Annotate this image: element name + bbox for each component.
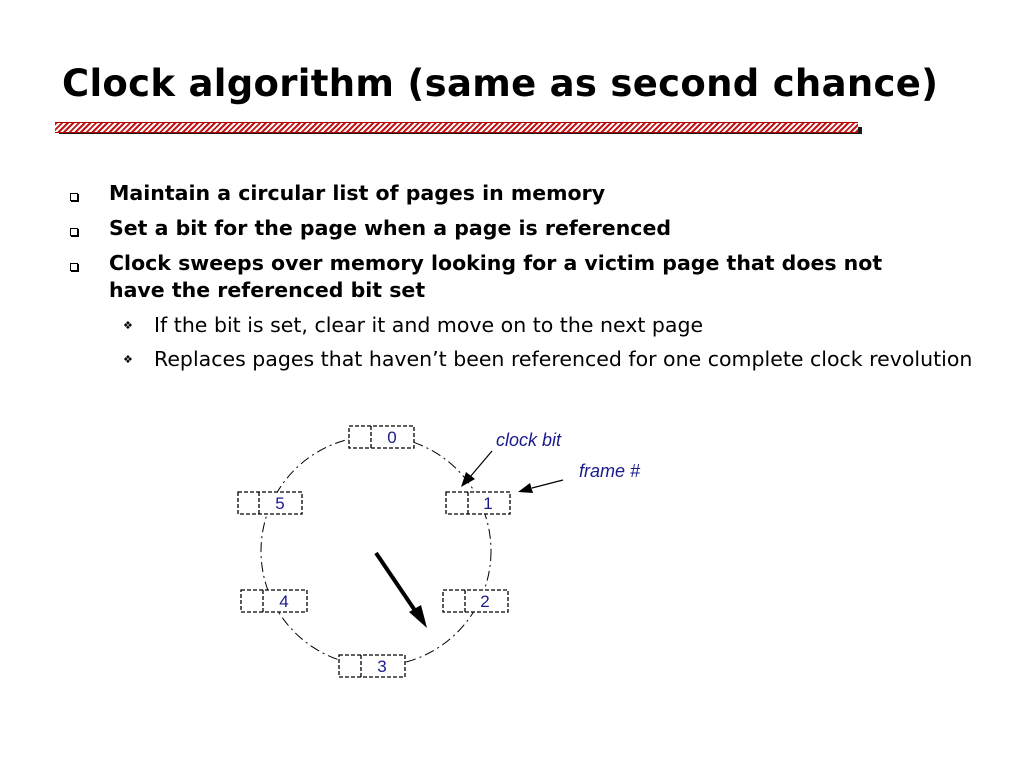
frame-number-pointer-arrow <box>518 479 564 493</box>
bullet-item: Clock sweeps over memory looking for a v… <box>70 250 909 304</box>
clock-bit-pointer-arrow <box>461 450 493 487</box>
sub-bullet-item: ❖ Replaces pages that haven’t been refer… <box>70 346 994 373</box>
bullet-text: Set a bit for the page when a page is re… <box>109 216 672 240</box>
page-frame: 1 <box>445 491 511 515</box>
bullet-item: Maintain a circular list of pages in mem… <box>70 180 930 207</box>
page-frame: 5 <box>237 491 303 515</box>
sub-bullet-text: If the bit is set, clear it and move on … <box>154 313 704 337</box>
title-rule <box>55 122 858 133</box>
frame-number: 3 <box>377 657 386 676</box>
clock-hand-arrow <box>374 551 427 628</box>
diamond-bullet-icon: ❖ <box>123 319 133 332</box>
frame-number-label: frame # <box>579 461 641 481</box>
square-bullet-icon <box>70 193 78 201</box>
bullet-text: Clock sweeps over memory looking for a v… <box>109 251 883 302</box>
bullet-text: Maintain a circular list of pages in mem… <box>109 181 606 205</box>
frame-number: 0 <box>387 428 396 447</box>
diamond-bullet-icon: ❖ <box>123 353 133 366</box>
sub-bullet-item: ❖ If the bit is set, clear it and move o… <box>70 312 930 339</box>
bullet-list: Maintain a circular list of pages in mem… <box>70 180 972 380</box>
page-frame: 4 <box>240 589 308 613</box>
page-frame: 0 <box>348 425 415 449</box>
frame-number: 4 <box>279 592 288 611</box>
clock-ring <box>260 435 492 667</box>
frame-number: 1 <box>483 494 492 513</box>
frame-number: 2 <box>480 592 489 611</box>
square-bullet-icon <box>70 263 78 271</box>
page-frame: 2 <box>442 589 509 613</box>
clock-bit-label: clock bit <box>496 430 562 450</box>
sub-bullet-text: Replaces pages that haven’t been referen… <box>154 347 973 371</box>
square-bullet-icon <box>70 228 78 236</box>
slide-title: Clock algorithm (same as second chance) <box>62 62 939 105</box>
page-frame: 3 <box>338 654 406 678</box>
frame-number: 5 <box>275 494 284 513</box>
bullet-item: Set a bit for the page when a page is re… <box>70 215 930 242</box>
